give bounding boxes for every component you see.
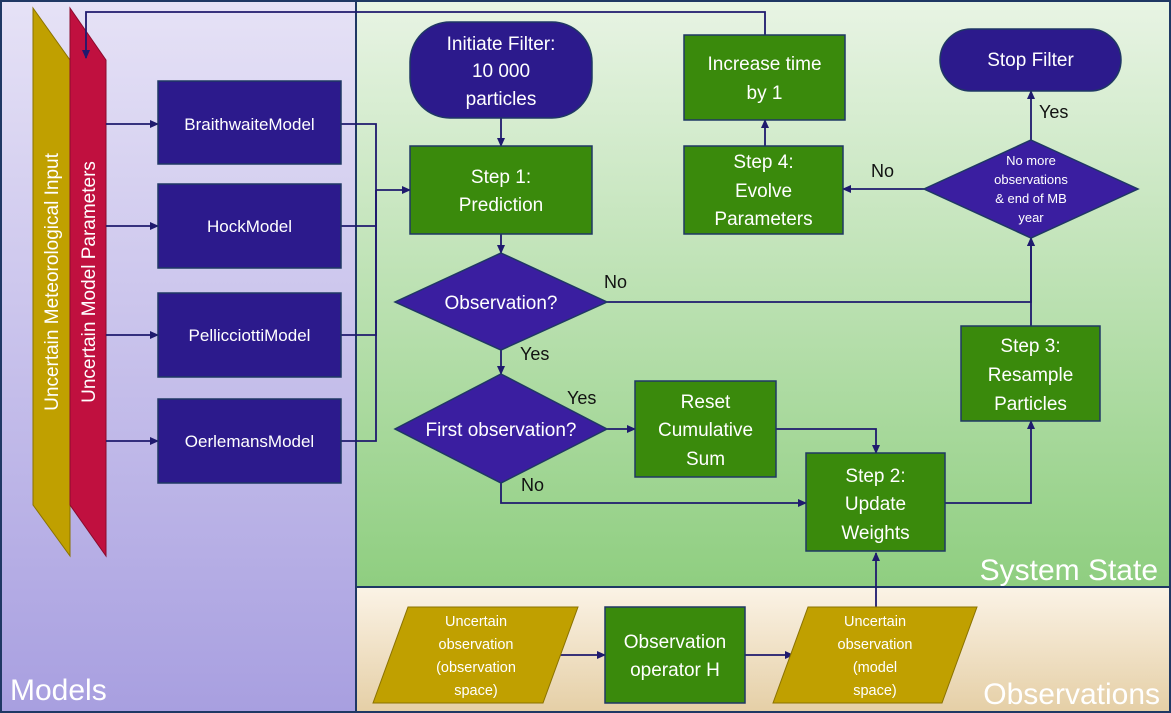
- system-state-region-label: System State: [980, 554, 1158, 587]
- model-pellicciotti: PellicciottiModel: [157, 292, 342, 378]
- end-line-3: & end of MB: [995, 191, 1067, 206]
- model-label: HockModel: [207, 217, 292, 236]
- first-observation-no-label: No: [521, 475, 544, 495]
- end-of-year-decision: No more observations & end of MB year: [922, 139, 1140, 239]
- increase-time-node: Increase time by 1: [683, 34, 846, 121]
- step3-line-2: Resample: [988, 365, 1074, 386]
- step4-evolve-node: Step 4: Evolve Parameters: [683, 145, 844, 235]
- connectors: [82, 11, 1035, 659]
- step3-line-3: Particles: [994, 394, 1067, 415]
- model-space-line-4: space): [853, 683, 897, 699]
- increase-line-1: Increase time: [707, 54, 821, 75]
- observation-no-label: No: [604, 272, 627, 292]
- arrow-braithwaite-step1: [341, 123, 411, 194]
- increase-line-2: by 1: [747, 83, 783, 104]
- reset-cumulative-sum-node: Reset Cumulative Sum: [634, 380, 777, 478]
- observation-space-node: Uncertain observation (observation space…: [372, 606, 579, 704]
- models-region-label: Models: [10, 674, 107, 707]
- operator-line-2: operator H: [630, 660, 720, 681]
- step1-line-1: Step 1:: [471, 167, 531, 188]
- model-hock: HockModel: [157, 183, 342, 269]
- model-braithwaite: BraithwaiteModel: [157, 80, 342, 165]
- model-space-line-2: observation: [838, 637, 913, 653]
- observations-region-label: Observations: [983, 678, 1160, 711]
- reset-line-3: Sum: [686, 449, 725, 470]
- first-observation-yes-label: Yes: [567, 388, 596, 408]
- observation-decision-label: Observation?: [444, 293, 557, 314]
- end-line-1: No more: [1006, 153, 1056, 168]
- end-line-4: year: [1018, 210, 1044, 225]
- step2-line-2: Update: [845, 494, 906, 515]
- step4-line-3: Parameters: [714, 209, 812, 230]
- arrow-step2-step3: [945, 420, 1035, 504]
- initiate-line-1: Initiate Filter:: [447, 34, 556, 55]
- arrow-reset-step2: [776, 428, 880, 454]
- obs-space-line-3: (observation: [436, 660, 516, 676]
- end-line-2: observations: [994, 172, 1068, 187]
- obs-space-line-1: Uncertain: [445, 614, 507, 630]
- arrow-increase-to-parameters: [82, 11, 766, 59]
- obs-space-line-2: observation: [439, 637, 514, 653]
- step4-line-1: Step 4:: [733, 152, 793, 173]
- model-space-line-3: (model: [853, 660, 897, 676]
- obs-space-line-4: space): [454, 683, 498, 699]
- model-space-node: Uncertain observation (model space): [772, 606, 978, 704]
- step3-resample-node: Step 3: Resample Particles: [960, 325, 1101, 422]
- model-label: PellicciottiModel: [189, 326, 311, 345]
- first-observation-decision: First observation?: [393, 373, 609, 484]
- stop-filter-label: Stop Filter: [987, 50, 1074, 71]
- step2-update-weights-node: Step 2: Update Weights: [805, 452, 946, 552]
- model-parameters-label: Uncertain Model Parameters: [79, 161, 100, 403]
- step4-line-2: Evolve: [735, 181, 792, 202]
- initiate-line-2: 10 000: [472, 61, 530, 82]
- first-observation-label: First observation?: [425, 420, 576, 441]
- stop-filter-node: Stop Filter: [939, 28, 1122, 92]
- operator-line-1: Observation: [624, 632, 726, 653]
- end-yes-label: Yes: [1039, 102, 1068, 122]
- line-oerlemans-step1: [341, 190, 377, 442]
- reset-line-2: Cumulative: [658, 420, 753, 441]
- observation-operator-node: Observation operator H: [604, 606, 746, 704]
- arrow-first-no-step2: [500, 483, 807, 507]
- initiate-line-3: particles: [466, 89, 537, 110]
- step1-prediction-node: Step 1: Prediction: [409, 145, 593, 235]
- reset-line-1: Reset: [681, 392, 731, 413]
- step2-line-3: Weights: [841, 523, 909, 544]
- step3-line-1: Step 3:: [1000, 336, 1060, 357]
- end-no-label: No: [871, 161, 894, 181]
- model-space-line-1: Uncertain: [844, 614, 906, 630]
- model-parameters-banner: [69, 6, 107, 558]
- model-label: OerlemansModel: [185, 432, 314, 451]
- step1-line-2: Prediction: [459, 195, 544, 216]
- model-oerlemans: OerlemansModel: [157, 398, 342, 484]
- observation-yes-label: Yes: [520, 344, 549, 364]
- observation-decision: Observation?: [393, 252, 609, 351]
- meteorological-input-label: Uncertain Meteorological Input: [42, 152, 63, 410]
- initiate-filter-node: Initiate Filter: 10 000 particles: [409, 21, 593, 119]
- meteorological-input-banner: [32, 6, 71, 558]
- model-label: BraithwaiteModel: [184, 115, 314, 134]
- step2-line-1: Step 2:: [845, 466, 905, 487]
